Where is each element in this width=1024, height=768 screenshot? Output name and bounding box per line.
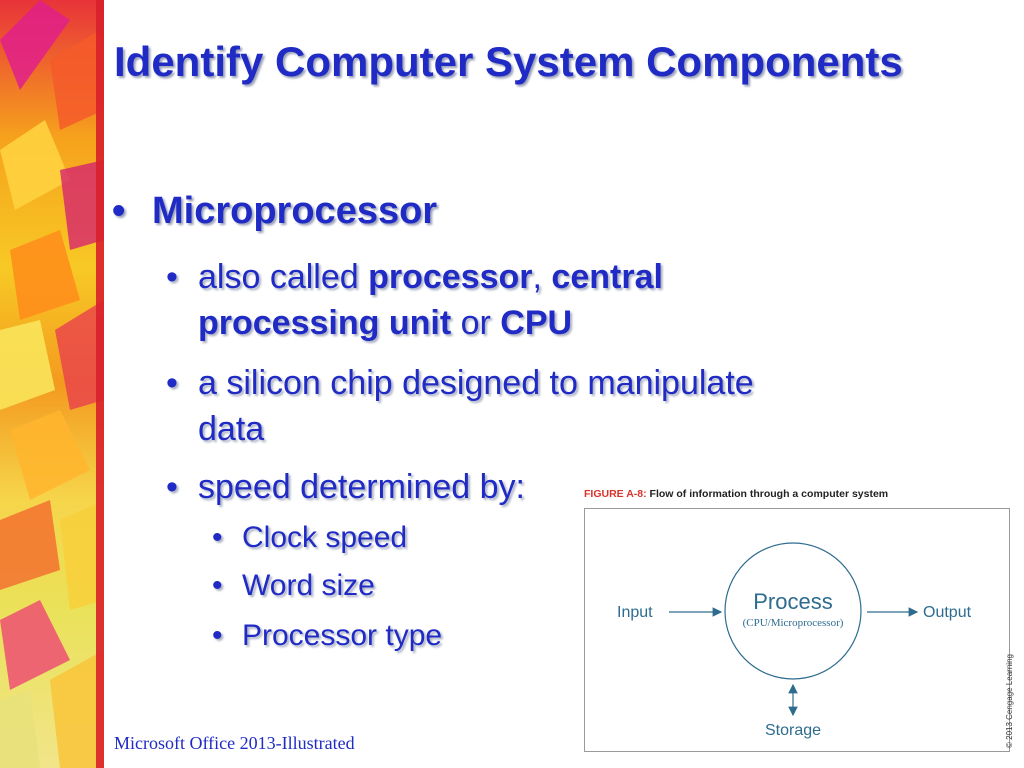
figure-caption: FIGURE A-8: Flow of information through … [584, 488, 888, 500]
process-circle [724, 542, 862, 680]
sub-bullet-silicon-chip: • a silicon chip designed to manipulate … [166, 360, 754, 452]
process-label: Process [753, 589, 832, 614]
output-label: Output [923, 604, 972, 621]
sub-sub-bullet-word-size: • Word size [212, 568, 375, 604]
sub-sub-bullet-text: Word size [242, 569, 375, 602]
sub-bullet-part: , [532, 258, 552, 296]
bullet-marker: • [166, 364, 178, 402]
process-sublabel: (CPU/Microprocessor) [743, 617, 844, 629]
sub-sub-bullet-text: Clock speed [242, 521, 408, 554]
bullet-text: Microprocessor [152, 190, 438, 232]
bullet-marker: • [112, 190, 126, 232]
sub-bullet-speed: • speed determined by: [166, 464, 525, 510]
sub-bullet-also-called: • also called processor, central process… [166, 254, 663, 346]
sub-sub-bullet-clock-speed: • Clock speed [212, 520, 407, 556]
figure-caption-text: Flow of information through a computer s… [646, 488, 889, 500]
sub-bullet-part: or [451, 304, 501, 342]
sub-bullet-part: also called [198, 258, 369, 296]
bullet-marker: • [212, 521, 223, 554]
bullet-microprocessor: • Microprocessor [112, 190, 437, 233]
sub-bullet-part-bold: central [551, 258, 663, 296]
sub-bullet-part-bold: processor [368, 258, 533, 296]
sub-sub-bullet-processor-type: • Processor type [212, 618, 442, 654]
decorative-stripe-art [0, 0, 104, 768]
decorative-stripe [0, 0, 104, 768]
information-flow-diagram: Process (CPU/Microprocessor) Input Outpu… [584, 508, 1010, 752]
bullet-marker: • [166, 258, 178, 296]
sub-bullet-part-bold: CPU [500, 304, 573, 342]
sub-sub-bullet-text: Processor type [242, 619, 443, 652]
sub-bullet-text: speed determined by: [198, 468, 525, 506]
sub-bullet-text-line1: a silicon chip designed to manipulate [198, 364, 754, 402]
bullet-marker: • [212, 569, 223, 602]
sub-bullet-text-line2: data [198, 410, 265, 448]
input-label: Input [617, 604, 653, 621]
slide-footer: Microsoft Office 2013-Illustrated [114, 733, 355, 753]
flow-diagram-svg: Process (CPU/Microprocessor) Input Outpu… [617, 542, 972, 739]
slide-title: Identify Computer System Components [114, 38, 903, 85]
copyright-credit: © 2013 Cengage Learning [1005, 654, 1014, 748]
storage-label: Storage [765, 722, 821, 739]
sub-bullet-part-bold: processing unit [198, 304, 452, 342]
figure-label: FIGURE A-8: [584, 488, 647, 500]
bullet-marker: • [166, 468, 178, 506]
bullet-marker: • [212, 619, 223, 652]
